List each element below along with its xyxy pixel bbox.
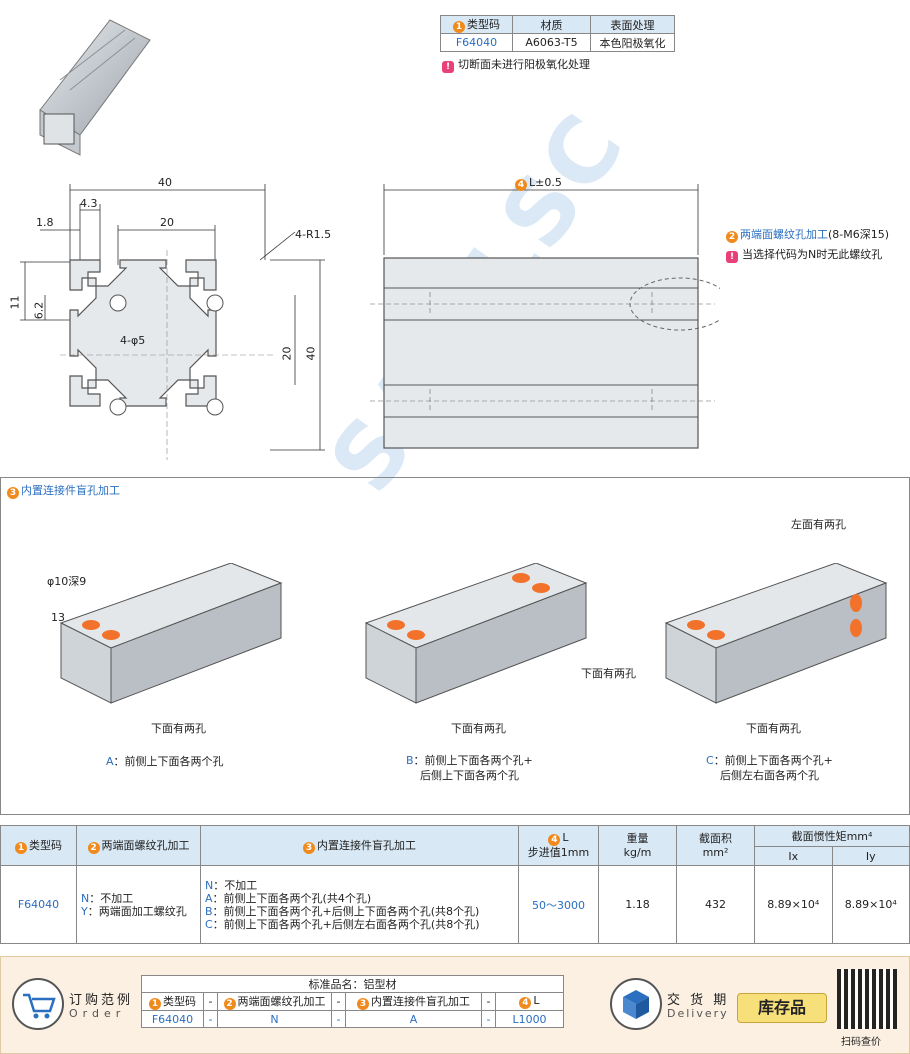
header-ix: Ix bbox=[754, 846, 833, 866]
cell-blind: N：不加工 A：前侧上下面各两个孔(共4个孔) B：前侧上下面各两个孔+后侧上下… bbox=[200, 865, 519, 944]
label-bottom-b: 下面有两孔 bbox=[451, 722, 506, 735]
order-title-en: Order bbox=[69, 1007, 126, 1020]
dim-20-side: 20 bbox=[280, 346, 294, 361]
cell-iy: 8.89×10⁴ bbox=[831, 865, 910, 944]
label-bottom-c: 下面有两孔 bbox=[746, 722, 801, 735]
label-left-two-holes: 左面有两孔 bbox=[791, 518, 846, 531]
profile-illustration-b bbox=[364, 563, 588, 704]
side-view-drawing bbox=[370, 184, 720, 449]
header-inertia: 截面惯性矩mm⁴ bbox=[754, 824, 910, 848]
cell-length: 50～3000 bbox=[518, 865, 599, 944]
ord-v-type: F64040 bbox=[141, 1010, 204, 1028]
label-bottom-b-right: 下面有两孔 bbox=[581, 667, 636, 680]
dim-1-8: 1.8 bbox=[36, 216, 54, 229]
cell-area: 432 bbox=[676, 865, 755, 944]
ord-v-thread: N bbox=[217, 1010, 332, 1028]
cell-type: F64040 bbox=[0, 865, 77, 944]
warning-icon: ! bbox=[442, 61, 454, 73]
cell-ix: 8.89×10⁴ bbox=[754, 865, 833, 944]
option-c: C：前侧上下面各两个孔+ 后侧左右面各两个孔 bbox=[706, 754, 833, 782]
option-a: A：前侧上下面各两个孔 bbox=[106, 755, 224, 768]
ord-v-blind: A bbox=[345, 1010, 482, 1028]
delivery-box-icon bbox=[610, 978, 662, 1030]
spec-cell-type: F64040 bbox=[440, 33, 513, 52]
delivery-title-en: Delivery bbox=[667, 1007, 729, 1020]
spec-cell-material: A6063-T5 bbox=[512, 33, 591, 52]
dim-phi: 4-φ5 bbox=[120, 334, 146, 347]
order-title: 订购范例 bbox=[69, 993, 134, 1008]
warning-icon: ! bbox=[726, 251, 738, 263]
profile-illustration-c bbox=[664, 563, 888, 704]
product-image bbox=[39, 19, 151, 156]
cell-thread: N：不加工 Y：两端面加工螺纹孔 bbox=[76, 865, 201, 944]
spec-header-surface: 表面处理 bbox=[590, 15, 675, 34]
ord-v-length: L1000 bbox=[495, 1010, 564, 1028]
dim-40-side: 40 bbox=[304, 346, 318, 361]
qr-code[interactable] bbox=[837, 969, 897, 1029]
spec-note: !切断面未进行阳极氧化处理 bbox=[442, 56, 590, 73]
dim-radius: 4-R1.5 bbox=[295, 228, 332, 241]
spec-header-material: 材质 bbox=[512, 15, 591, 34]
option-b: B：前侧上下面各两个孔+ 后侧上下面各两个孔 bbox=[406, 754, 533, 782]
spec-cell-surface: 本色阳极氧化 bbox=[590, 33, 675, 52]
stock-badge: 库存品 bbox=[737, 993, 827, 1023]
hole-spec: φ10深9 bbox=[47, 575, 87, 588]
cross-section-drawing bbox=[20, 184, 325, 460]
dim-11: 11 bbox=[8, 295, 22, 310]
delivery-title: 交 货 期 bbox=[667, 993, 730, 1008]
profile-illustration-a bbox=[59, 563, 283, 704]
label-bottom-a: 下面有两孔 bbox=[151, 722, 206, 735]
std-name: 标准品名：铝型材 bbox=[141, 975, 564, 993]
cell-weight: 1.18 bbox=[598, 865, 677, 944]
dim-4-3: 4.3 bbox=[80, 197, 98, 210]
dim-13: 13 bbox=[51, 611, 65, 624]
dim-40-top: 40 bbox=[158, 176, 172, 189]
dim-20-top: 20 bbox=[160, 216, 174, 229]
thread-note: !当选择代码为N时无此螺纹孔 bbox=[726, 246, 882, 263]
header-iy: Iy bbox=[831, 846, 910, 866]
scan-label: 扫码查价 bbox=[841, 1037, 881, 1048]
cart-icon bbox=[12, 978, 64, 1030]
dim-6-2: 6.2 bbox=[32, 301, 46, 320]
